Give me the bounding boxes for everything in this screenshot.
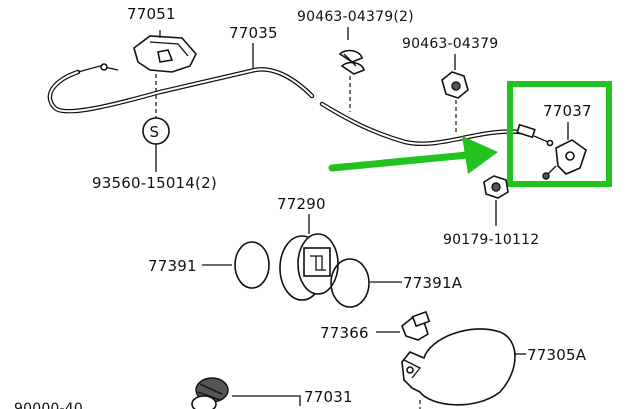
fuel-lid-hinge-77366 xyxy=(401,310,431,341)
label-93560: 93560-15014(2) xyxy=(92,174,217,192)
label-77391a: 77391A xyxy=(403,274,463,292)
gasket-ring-77391a xyxy=(330,258,370,308)
label-cutoff-bottom-left: 90000-40 xyxy=(14,401,83,409)
label-77037: 77037 xyxy=(543,102,592,120)
label-90463-04379: 90463-04379 xyxy=(402,36,498,52)
fuel-inlet-box-77290 xyxy=(279,233,339,301)
highlight-arrow-icon xyxy=(328,136,498,174)
label-90463-04379-2: 90463-04379(2) xyxy=(297,9,414,25)
gasket-ring-77391 xyxy=(234,241,270,289)
cable-clamp-77051 xyxy=(133,30,197,73)
label-77305a: 77305A xyxy=(527,346,587,364)
highlight-box xyxy=(507,81,612,187)
screw-symbol-group: S xyxy=(142,74,170,172)
label-77366: 77366 xyxy=(320,324,369,342)
fuel-lid-opener-cable xyxy=(47,63,554,147)
cable-clip-pair xyxy=(338,49,365,75)
nut-90179-10112 xyxy=(483,175,509,199)
fuel-lid-77305a xyxy=(401,328,516,406)
label-77290: 77290 xyxy=(277,195,326,213)
label-77031: 77031 xyxy=(304,388,353,406)
label-77035: 77035 xyxy=(229,24,278,42)
fuel-cap-77031 xyxy=(191,377,229,409)
label-90179-10112: 90179-10112 xyxy=(443,232,539,248)
label-77051: 77051 xyxy=(127,5,176,23)
fuel-lid-lock-lever-77037 xyxy=(542,139,587,180)
label-77391: 77391 xyxy=(148,257,197,275)
cable-clip-single xyxy=(441,71,469,99)
s-symbol-text: S xyxy=(150,123,160,141)
